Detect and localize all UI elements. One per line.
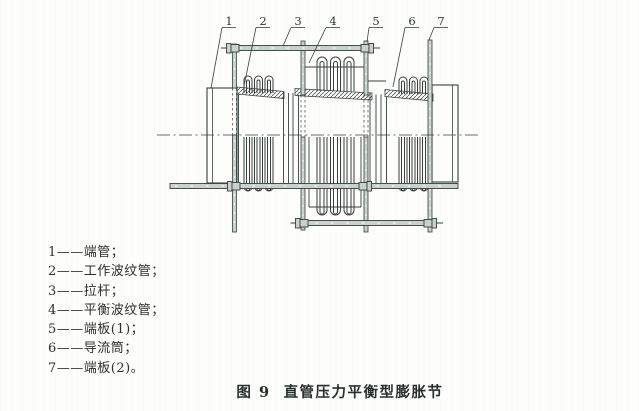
part-label-2: 2 (259, 14, 266, 28)
end-plate-1 (363, 40, 369, 233)
leader-4 (308, 27, 340, 64)
end-pipe-left (206, 87, 238, 184)
parts-legend: 1——端管； 2——工作波纹管； 3——拉杆； 4——平衡波纹管； 5——端板(… (48, 243, 308, 378)
part-label-4: 4 (329, 14, 336, 28)
figure-number: 图 9 (236, 384, 271, 401)
flow-guide-bellows-right-section (398, 137, 429, 192)
leader-1 (210, 27, 236, 89)
leader-lines (210, 27, 448, 89)
leader-5 (366, 27, 383, 43)
leader-2 (243, 27, 270, 87)
tie-rod-lug-left (232, 43, 237, 233)
leader-7 (428, 27, 448, 41)
figure-title: 直管压力平衡型膨胀节 (283, 384, 444, 401)
working-bellows-left (243, 75, 274, 93)
part-label-6: 6 (408, 14, 415, 28)
working-bellows-left-section (243, 137, 274, 192)
part-label-1: 1 (225, 14, 232, 28)
balance-bellows (316, 56, 355, 91)
diagram-canvas: 1 2 3 4 5 6 7 (157, 14, 480, 233)
legend-item-1: 1——端管； (48, 245, 125, 260)
tie-rod-top (221, 43, 380, 54)
figure-caption: 图 9 直管压力平衡型膨胀节 (40, 381, 639, 402)
part-numbers: 1 2 3 4 5 6 7 (225, 14, 444, 28)
part-label-3: 3 (294, 14, 301, 28)
balance-bellows-section (316, 137, 355, 216)
part-label-5: 5 (372, 14, 379, 28)
tie-rod-bottom (290, 218, 443, 229)
end-pipe-right (431, 84, 459, 183)
legend-item-5: 5——端板(1)； (48, 322, 145, 338)
legend-item-2: 2——工作波纹管； (48, 264, 165, 280)
legend-item-6: 6——导流筒； (48, 341, 138, 357)
legend-item-3: 3——拉杆； (48, 283, 125, 299)
leader-6 (392, 27, 419, 88)
tie-rod-middle (169, 181, 459, 192)
legend-item-7: 7——端板(2)。 (48, 360, 145, 376)
leader-3 (282, 27, 305, 47)
outer-sleeve-walls (238, 92, 387, 208)
legend-item-4: 4——平衡波纹管； (48, 302, 165, 318)
part-label-7: 7 (437, 14, 444, 28)
expansion-joint-technical-drawing: 1 2 3 4 5 6 7 (157, 14, 480, 233)
balance-end-plate-left (300, 40, 306, 231)
weld-collars (236, 86, 434, 102)
end-plate-2 (427, 39, 433, 233)
